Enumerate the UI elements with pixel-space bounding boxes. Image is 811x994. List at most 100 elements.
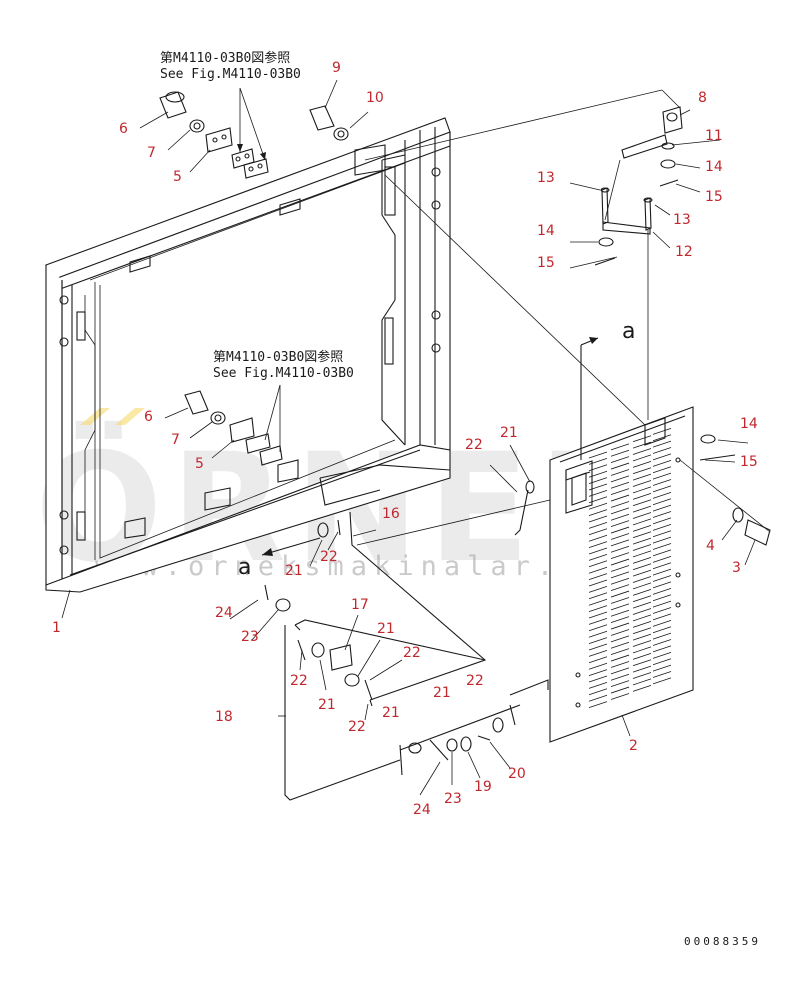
- louver-slot: [632, 588, 652, 596]
- louver-slot: [588, 592, 608, 600]
- louver-slot: [632, 620, 652, 628]
- louver-slot: [632, 601, 652, 609]
- callout-19: 19: [474, 779, 492, 795]
- louver-slot: [588, 624, 608, 632]
- louver-slot: [632, 531, 652, 539]
- louver-slot: [652, 549, 672, 557]
- louver-slot: [652, 485, 672, 493]
- louver-slot: [652, 594, 672, 602]
- louver-slot: [610, 565, 630, 572]
- louver-slot: [588, 483, 608, 491]
- louver-slot: [610, 661, 630, 668]
- louver-slot: [632, 473, 652, 481]
- louver-slot: [588, 554, 608, 561]
- callout-22-b: 22: [403, 645, 421, 661]
- callout-21-c: 21: [318, 697, 336, 713]
- louver-slot: [588, 611, 608, 619]
- callout-21-a: 21: [285, 563, 303, 579]
- louver-slot: [588, 509, 608, 516]
- louver-slot: [652, 607, 672, 614]
- louver-slot: [652, 453, 672, 461]
- louver-slot: [610, 616, 630, 624]
- louver-slot: [588, 470, 608, 478]
- louver-slot: [588, 656, 608, 664]
- louver-slot: [652, 498, 672, 506]
- louver-slot: [652, 504, 672, 512]
- louver-slot: [632, 614, 652, 622]
- louver-slot: [610, 481, 630, 489]
- louver-slot: [610, 577, 630, 585]
- louver-slot: [652, 651, 672, 659]
- callout-14-top: 14: [705, 159, 723, 175]
- callout-6-mid: 6: [144, 409, 153, 425]
- louver-slot: [632, 460, 652, 468]
- callout-15-right: 15: [740, 454, 758, 470]
- louver-slot: [588, 688, 608, 696]
- louver-slot: [610, 539, 630, 547]
- louver-slot: [610, 558, 630, 566]
- louver-slot: [610, 501, 630, 508]
- callout-22-e: 22: [348, 719, 366, 735]
- louver-slot: [632, 640, 652, 647]
- louver-grid: [588, 427, 672, 708]
- louver-slot: [610, 449, 630, 457]
- louver-slot: [610, 475, 630, 483]
- callout-22-d: 22: [466, 673, 484, 689]
- louver-slot: [652, 581, 672, 589]
- louver-slot: [610, 609, 630, 617]
- callout-14-left: 14: [537, 223, 555, 239]
- louver-slot: [632, 486, 652, 494]
- louver-slot: [652, 645, 672, 653]
- louver-slot: [632, 441, 652, 449]
- callout-22-c: 22: [290, 673, 308, 689]
- callout-13-right: 13: [673, 212, 691, 228]
- louver-slot: [652, 517, 672, 525]
- louver-slot: [610, 635, 630, 643]
- callout-9: 9: [332, 60, 341, 76]
- louver-slot: [588, 643, 608, 651]
- louver-slot: [652, 562, 672, 570]
- louver-slot: [652, 447, 672, 454]
- louver-slot: [610, 526, 630, 534]
- louver-slot: [588, 637, 608, 644]
- louver-slot: [588, 496, 608, 504]
- louver-slot: [632, 652, 652, 660]
- reference-top-line1: 第M4110-03B0図参照: [160, 50, 290, 66]
- callout-numbers: 1 2 3 4 5 5 6 6 7 7 8 9 10 11 12 13 13 1…: [52, 60, 758, 818]
- louver-slot: [652, 639, 672, 646]
- louver-slot: [652, 523, 672, 531]
- rod-linkage: [229, 444, 551, 801]
- louver-slot: [610, 686, 630, 694]
- louver-slot: [588, 502, 608, 510]
- louver-slot: [632, 499, 652, 507]
- louver-slot: [632, 646, 652, 654]
- callout-21-door: 21: [500, 425, 518, 441]
- louver-slot: [610, 648, 630, 656]
- callout-2: 2: [629, 738, 638, 754]
- callout-24-b: 24: [413, 802, 431, 818]
- louver-slot: [632, 448, 652, 455]
- callout-10: 10: [366, 90, 384, 106]
- louver-slot: [632, 672, 652, 679]
- callout-18: 18: [215, 709, 233, 725]
- louver-slot: [588, 694, 608, 702]
- callout-6-top: 6: [119, 121, 128, 137]
- louver-slot: [588, 573, 608, 580]
- callout-14-right: 14: [740, 416, 758, 432]
- louver-slot: [632, 524, 652, 532]
- callout-24-a: 24: [215, 605, 233, 621]
- drawing-code: 00088359: [684, 935, 761, 948]
- louver-slot: [632, 595, 652, 603]
- louver-slot: [588, 522, 608, 529]
- callout-1: 1: [52, 620, 61, 636]
- louver-slot: [632, 467, 652, 475]
- louver-slot: [610, 533, 630, 540]
- louver-slot: [610, 552, 630, 560]
- hinge-hardware-middle: [164, 384, 283, 466]
- section-marks: a a: [238, 319, 635, 580]
- louver-slot: [610, 667, 630, 675]
- louver-slot: [610, 571, 630, 579]
- louver-slot: [652, 600, 672, 608]
- louver-slot: [588, 477, 608, 484]
